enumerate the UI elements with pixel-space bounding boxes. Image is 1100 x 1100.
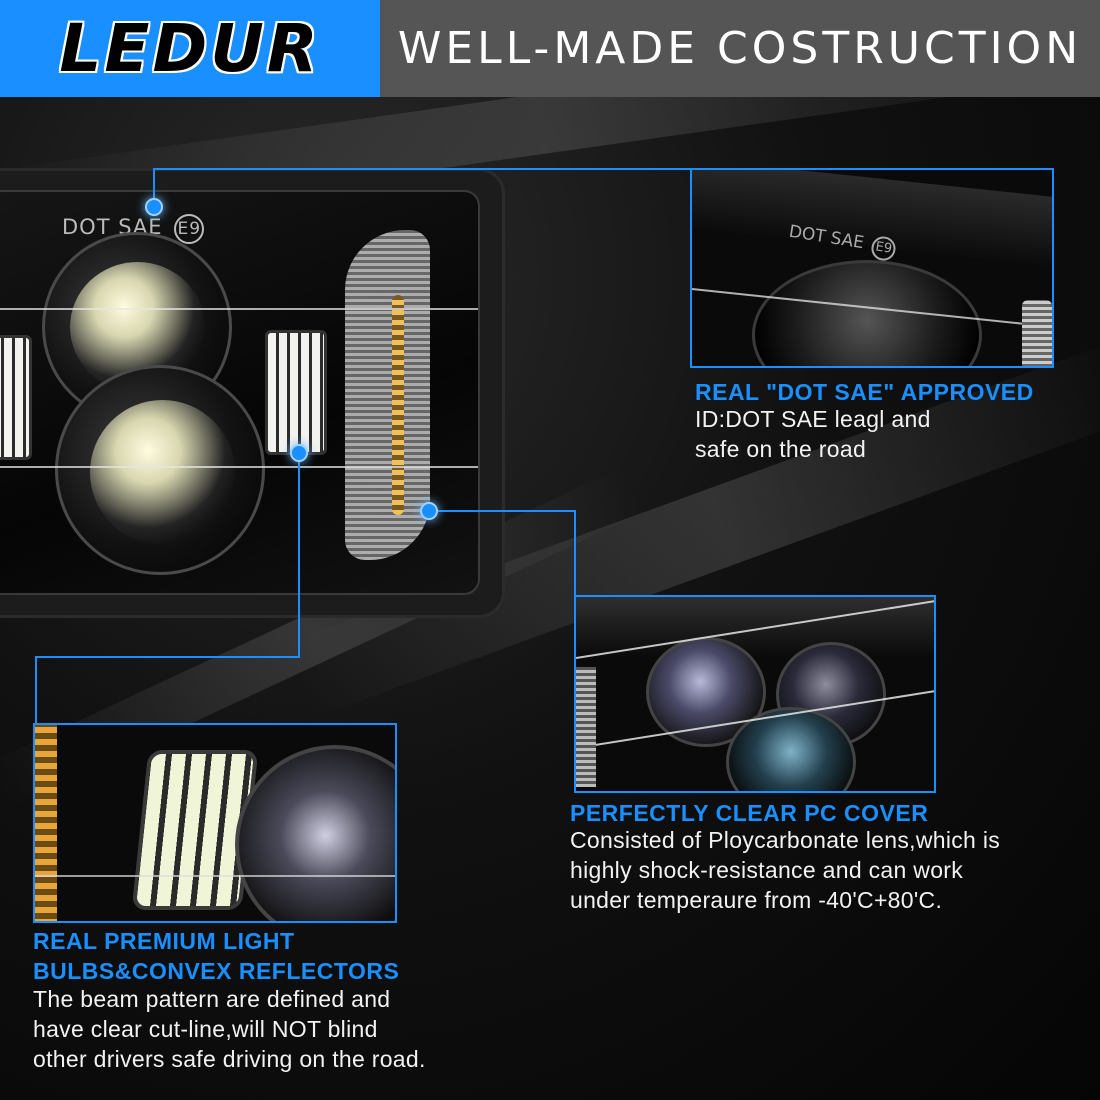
e9-badge: E9 (174, 214, 205, 244)
bulbs-caption-line: other drivers safe driving on the road. (33, 1046, 426, 1072)
photo-e9-badge: E9 (869, 234, 898, 263)
right-led-bar (265, 330, 327, 455)
photo-amber-strip (35, 725, 57, 921)
callout-line-right (574, 510, 576, 598)
brand-banner: LEDUR (0, 0, 380, 97)
amber-turn-strip (392, 295, 404, 515)
pc-cover-caption-title: PERFECTLY CLEAR PC COVER (570, 800, 929, 826)
callout-line-left (35, 656, 37, 726)
pc-cover-caption-line: Consisted of Ploycarbonate lens,which is (570, 827, 1001, 853)
pc-cover-detail-photo (574, 595, 936, 793)
lower-projector-lens (90, 400, 235, 545)
callout-line-top (153, 168, 693, 170)
bulbs-caption-line: have clear cut-line,will NOT blind (33, 1016, 378, 1042)
bulbs-caption-title: REAL PREMIUM LIGHT (33, 928, 295, 954)
lens-reflection-line (0, 308, 478, 310)
callout-line-left (298, 455, 300, 658)
brand-logo: LEDUR (59, 10, 321, 87)
dot-sae-detail-photo: DOT SAE E9 (690, 168, 1054, 368)
bulbs-detail-photo (33, 723, 397, 923)
callout-line-left (35, 656, 300, 658)
photo-drl-strip (1022, 300, 1052, 366)
lens-reflection-line (0, 466, 478, 468)
title-banner: WELL-MADE COSTRUCTION (380, 0, 1100, 97)
callout-dot-top (145, 198, 163, 216)
page-title: WELL-MADE COSTRUCTION (397, 23, 1083, 74)
dot-sae-caption-line: ID:DOT SAE leagl and (695, 406, 931, 432)
pc-cover-caption-line: highly shock-resistance and can work (570, 857, 964, 883)
callout-dot-left (290, 444, 308, 462)
callout-line-right (430, 510, 575, 512)
photo-reflector (235, 745, 395, 921)
pc-cover-caption-line: under temperaure from -40'C+80'C. (570, 887, 943, 913)
drl-arc (345, 230, 430, 560)
dot-sae-caption-title: REAL "DOT SAE" APPROVED (695, 379, 1034, 405)
bulbs-caption-title: BULBS&CONVEX REFLECTORS (33, 958, 400, 984)
left-led-bar (0, 335, 32, 460)
dot-sae-caption-line: safe on the road (695, 436, 867, 462)
photo-reflection-line (35, 875, 395, 877)
callout-line-top (153, 168, 155, 208)
photo-drl-strip (576, 667, 596, 787)
callout-dot-right (420, 502, 438, 520)
bulbs-caption-line: The beam pattern are defined and (33, 986, 391, 1012)
